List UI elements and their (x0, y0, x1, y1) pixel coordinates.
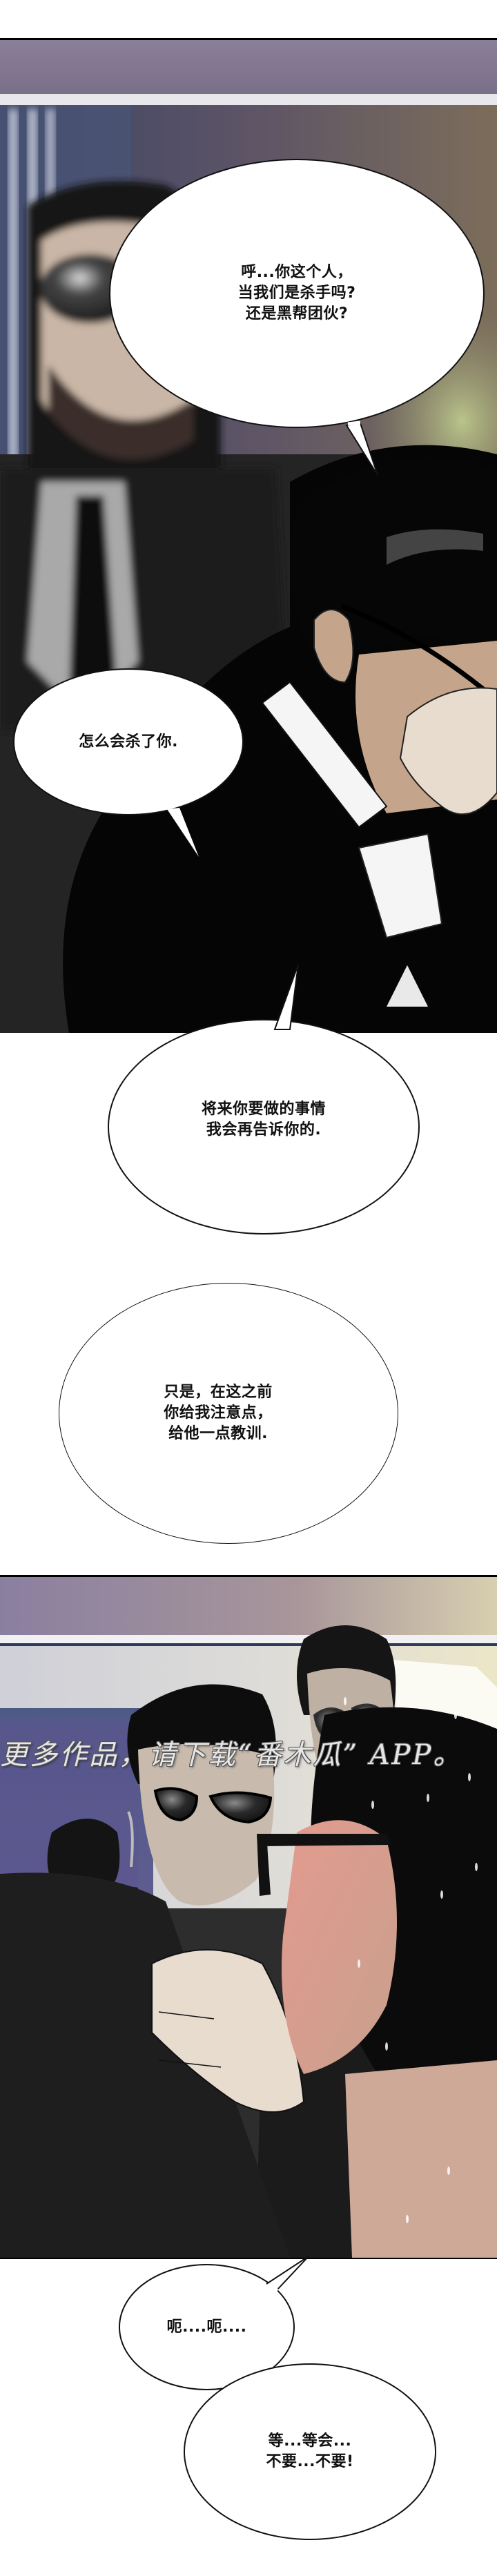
speech-bubble-tail (266, 2256, 309, 2293)
comic-panel-1: 呼...你这个人， 当我们是杀手吗? 还是黑帮团伙? 怎么会杀了你. (0, 38, 497, 1033)
speech-bubble-4: 只是，在这之前 你给我注意点， 给他一点教训. (59, 1283, 398, 1544)
speech-bubble-tail (345, 420, 378, 476)
speech-bubble-6: 等...等会... 不要...不要! (184, 2363, 436, 2540)
watermark-text: 更多作品，请下载“番木瓜” APP。 (0, 1739, 463, 1771)
speech-bubble-text: 呼...你这个人， 当我们是杀手吗? 还是黑帮团伙? (237, 264, 356, 322)
panel-2-artwork (0, 1577, 497, 2258)
foreground-man (63, 445, 497, 1033)
speech-bubble-3: 将来你要做的事情 我会再告诉你的. (108, 1019, 420, 1234)
speech-bubble-1: 呼...你这个人， 当我们是杀手吗? 还是黑帮团伙? (109, 159, 485, 428)
speech-bubble-tail (273, 964, 299, 1030)
speech-bubble-tail (167, 808, 199, 857)
speech-bubble-text: 呃....呃.... (166, 2318, 247, 2336)
speech-bubble-text: 怎么会杀了你. (79, 733, 178, 750)
speech-bubble-text: 等...等会... 不要...不要! (266, 2432, 354, 2470)
speech-bubble-2: 怎么会杀了你. (13, 668, 244, 815)
speech-bubble-text: 将来你要做的事情 我会再告诉你的. (201, 1101, 326, 1139)
speech-bubble-text: 只是，在这之前 你给我注意点， 给他一点教训. (164, 1384, 273, 1442)
comic-panel-2: 更多作品，请下载“番木瓜” APP。 (0, 1575, 497, 2259)
